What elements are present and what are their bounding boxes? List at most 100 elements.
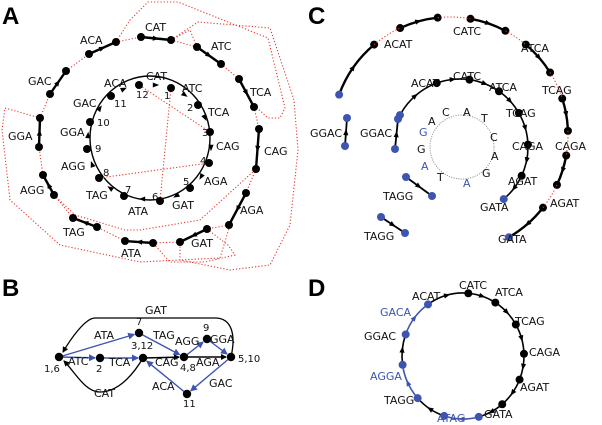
inner-edge-label: TCA bbox=[207, 106, 230, 119]
sequence-circle bbox=[429, 114, 495, 180]
graph-node bbox=[179, 352, 189, 362]
cycle-edge-arrow-icon bbox=[518, 334, 524, 342]
outer-connector-line bbox=[39, 93, 51, 119]
outer-edge-arrow-icon bbox=[82, 221, 89, 227]
outer-connector-line bbox=[38, 146, 44, 176]
outer-edge-label: CAGA bbox=[555, 140, 587, 153]
outer-edge-label: ATC bbox=[211, 40, 232, 53]
outer-connector-line bbox=[152, 241, 181, 244]
inner-node bbox=[120, 192, 128, 200]
graph-edge-label: GAC bbox=[209, 377, 233, 390]
outer-node bbox=[39, 171, 47, 179]
middle-end-node bbox=[499, 195, 508, 204]
inner-node bbox=[194, 101, 202, 109]
outer-node bbox=[252, 165, 260, 173]
cycle-node bbox=[511, 320, 520, 329]
outer-node bbox=[193, 43, 201, 51]
cycle-edge-label: CATC bbox=[459, 279, 487, 292]
graph-edge-label: AGA bbox=[196, 356, 220, 369]
outer-gap-line bbox=[565, 130, 569, 156]
inner-edge-arrow-icon bbox=[107, 186, 115, 192]
inner-edge-arrow-icon bbox=[173, 192, 181, 198]
sequence-letter: A bbox=[428, 115, 436, 128]
outer-node bbox=[250, 103, 258, 111]
outer-edge-label: ATA bbox=[121, 247, 142, 260]
outer-edge-label: ACA bbox=[80, 34, 103, 47]
outer-node bbox=[93, 223, 101, 231]
outer-edge-label: GAC bbox=[28, 75, 52, 88]
outer-edge-label: ACAT bbox=[384, 38, 413, 51]
fragment-arrow-icon bbox=[388, 221, 396, 227]
graph-edge bbox=[58, 354, 97, 362]
middle-edge-arrow-icon bbox=[522, 124, 527, 132]
glue-line bbox=[138, 84, 211, 133]
outer-connector-line bbox=[170, 39, 198, 48]
cycle-node bbox=[474, 412, 483, 421]
inner-node bbox=[86, 118, 94, 126]
fragment-node bbox=[401, 229, 409, 237]
sequence-letter-highlighted: A bbox=[463, 177, 471, 190]
outer-gap-line bbox=[505, 30, 527, 46]
outer-node bbox=[235, 75, 243, 83]
inner-edge-arrow-icon bbox=[152, 82, 160, 88]
outer-edge-arrow-icon bbox=[561, 166, 566, 174]
inner-node bbox=[95, 174, 103, 182]
outer-edge-arrow-icon bbox=[36, 129, 42, 136]
sequence-letter: A bbox=[463, 106, 471, 119]
outer-node bbox=[167, 36, 175, 44]
outer-node bbox=[225, 221, 233, 229]
inner-edge-arrow-icon bbox=[85, 131, 91, 139]
inner-edge-arrow-icon bbox=[201, 114, 207, 121]
graph-edge-label: TCA bbox=[108, 356, 131, 369]
middle-edge-label: CATC bbox=[453, 70, 481, 83]
outer-edge-arrow-icon bbox=[152, 35, 160, 41]
glue-route bbox=[53, 168, 257, 231]
inner-edge-arrow-icon bbox=[138, 196, 146, 202]
outer-edge-label: GGA bbox=[8, 130, 33, 143]
middle-path bbox=[399, 78, 529, 200]
cycle-edge-label: TAGG bbox=[383, 394, 414, 407]
inner-edge-label: GGA bbox=[60, 126, 85, 139]
outer-edge-label: GATA bbox=[498, 233, 527, 246]
cycle-edge bbox=[501, 379, 521, 405]
inner-node-number: 9 bbox=[95, 144, 101, 155]
outer-edge-arrow-icon bbox=[484, 19, 492, 25]
outer-edge-label: AGA bbox=[240, 204, 264, 217]
graph-edge-label: ATA bbox=[94, 329, 115, 342]
cycle-edge-arrow-icon bbox=[502, 308, 510, 315]
fragment-node bbox=[402, 173, 410, 181]
outer-connector-line bbox=[96, 226, 126, 242]
outer-node bbox=[562, 151, 571, 160]
inner-edge-arrow-icon bbox=[90, 160, 96, 168]
outer-edge-label: CAT bbox=[145, 21, 166, 34]
outer-edge-arrow-icon bbox=[235, 204, 242, 212]
outer-gap-line bbox=[373, 27, 401, 46]
glue-route bbox=[170, 29, 198, 48]
graph-edge-label: GGA bbox=[210, 333, 235, 346]
inner-edge-arrow-icon bbox=[96, 105, 102, 113]
middle-node bbox=[465, 75, 474, 84]
cycle-edge-label: AGAT bbox=[520, 381, 550, 394]
fragment-node bbox=[341, 142, 349, 150]
outer-node bbox=[62, 67, 70, 75]
cycle-node bbox=[424, 300, 433, 309]
middle-edge-label: ACAT bbox=[411, 77, 440, 90]
outer-connector-line bbox=[245, 168, 257, 194]
cycle-edge-label: TCAG bbox=[514, 315, 545, 328]
sequence-letter: A bbox=[491, 150, 499, 163]
graph-node bbox=[95, 353, 105, 363]
outer-edge-arrow-icon bbox=[255, 145, 261, 153]
outer-edge-label: GAT bbox=[191, 237, 213, 250]
outer-connector-line bbox=[53, 194, 74, 219]
inner-node bbox=[186, 184, 194, 192]
middle-edge-arrow-icon bbox=[506, 96, 513, 104]
cycle-edge-arrow-icon bbox=[399, 346, 405, 353]
glue-route bbox=[170, 21, 299, 271]
outer-node bbox=[50, 191, 58, 199]
outer-edge-label: TCA bbox=[249, 86, 272, 99]
middle-edge-label: TCAG bbox=[505, 107, 536, 120]
outer-node bbox=[255, 125, 263, 133]
inner-edge-label: AGG bbox=[61, 160, 85, 173]
